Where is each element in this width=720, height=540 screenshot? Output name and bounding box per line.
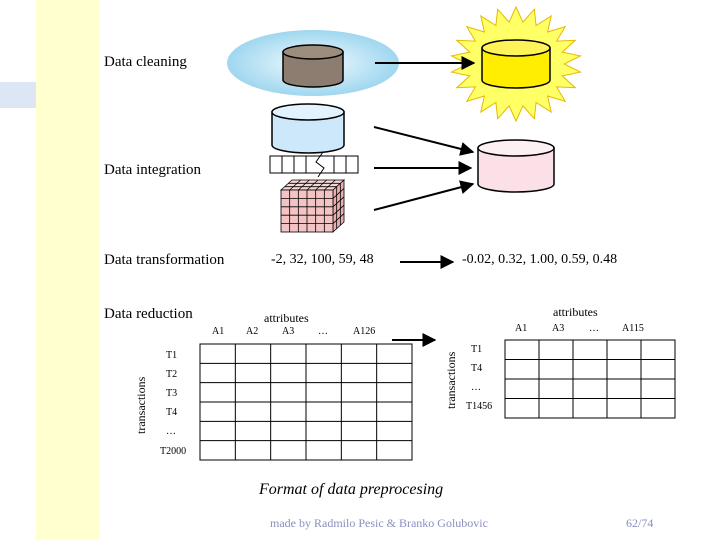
left-column-header: A1 bbox=[212, 326, 225, 337]
right-column-header: A115 bbox=[622, 323, 644, 334]
dirty-database-icon bbox=[282, 51, 344, 88]
left-column-header: A126 bbox=[353, 326, 376, 337]
step-data-integration: Data integration bbox=[104, 162, 202, 178]
original-data-table bbox=[199, 343, 413, 461]
clean-database-icon bbox=[481, 47, 551, 89]
integrated-database-icon bbox=[477, 139, 555, 193]
data-cube-icon bbox=[279, 179, 346, 233]
right-column-header: A3 bbox=[552, 323, 565, 334]
left-row-label: T4 bbox=[166, 407, 178, 418]
footer-credit: made by Radmilo Pesic & Branko Golubovic bbox=[270, 516, 488, 530]
left-accent-tab bbox=[0, 82, 36, 108]
right-transactions-label: transactions bbox=[444, 351, 458, 409]
step-data-cleaning: Data cleaning bbox=[104, 54, 187, 70]
integration-arrow-3 bbox=[373, 180, 475, 211]
reduced-data-table bbox=[504, 339, 676, 419]
right-row-label: T1 bbox=[471, 344, 483, 355]
source-database-icon bbox=[271, 103, 345, 154]
left-transactions-label: transactions bbox=[134, 376, 148, 434]
left-row-label: T3 bbox=[166, 388, 178, 399]
integration-arrow-1 bbox=[373, 126, 475, 156]
right-row-label: … bbox=[471, 382, 481, 393]
right-row-label: T1456 bbox=[466, 401, 493, 412]
right-column-header: … bbox=[589, 323, 599, 334]
step-data-reduction: Data reduction bbox=[104, 306, 193, 322]
flat-file-icon bbox=[269, 151, 359, 178]
left-row-label: T2000 bbox=[160, 446, 187, 457]
left-row-label: T1 bbox=[166, 350, 178, 361]
left-row-label: … bbox=[166, 426, 176, 437]
right-row-label: T4 bbox=[471, 363, 483, 374]
left-column-header: A3 bbox=[282, 326, 295, 337]
right-column-header: A1 bbox=[515, 323, 528, 334]
left-attributes-label: attributes bbox=[264, 311, 309, 325]
normalized-values: -0.02, 0.32, 1.00, 0.59, 0.48 bbox=[462, 252, 618, 267]
left-accent-stripe bbox=[36, 0, 100, 540]
figure-caption: Format of data preprocesing bbox=[259, 481, 444, 498]
dirty-data-icon bbox=[227, 30, 399, 96]
step-data-transformation: Data transformation bbox=[104, 252, 225, 268]
raw-values: -2, 32, 100, 59, 48 bbox=[271, 252, 374, 267]
page-number: 62/74 bbox=[626, 516, 654, 530]
clean-data-icon bbox=[450, 5, 582, 123]
left-column-header: … bbox=[318, 326, 328, 337]
right-attributes-label: attributes bbox=[553, 305, 598, 319]
left-column-header: A2 bbox=[246, 326, 259, 337]
left-row-label: T2 bbox=[166, 369, 178, 380]
